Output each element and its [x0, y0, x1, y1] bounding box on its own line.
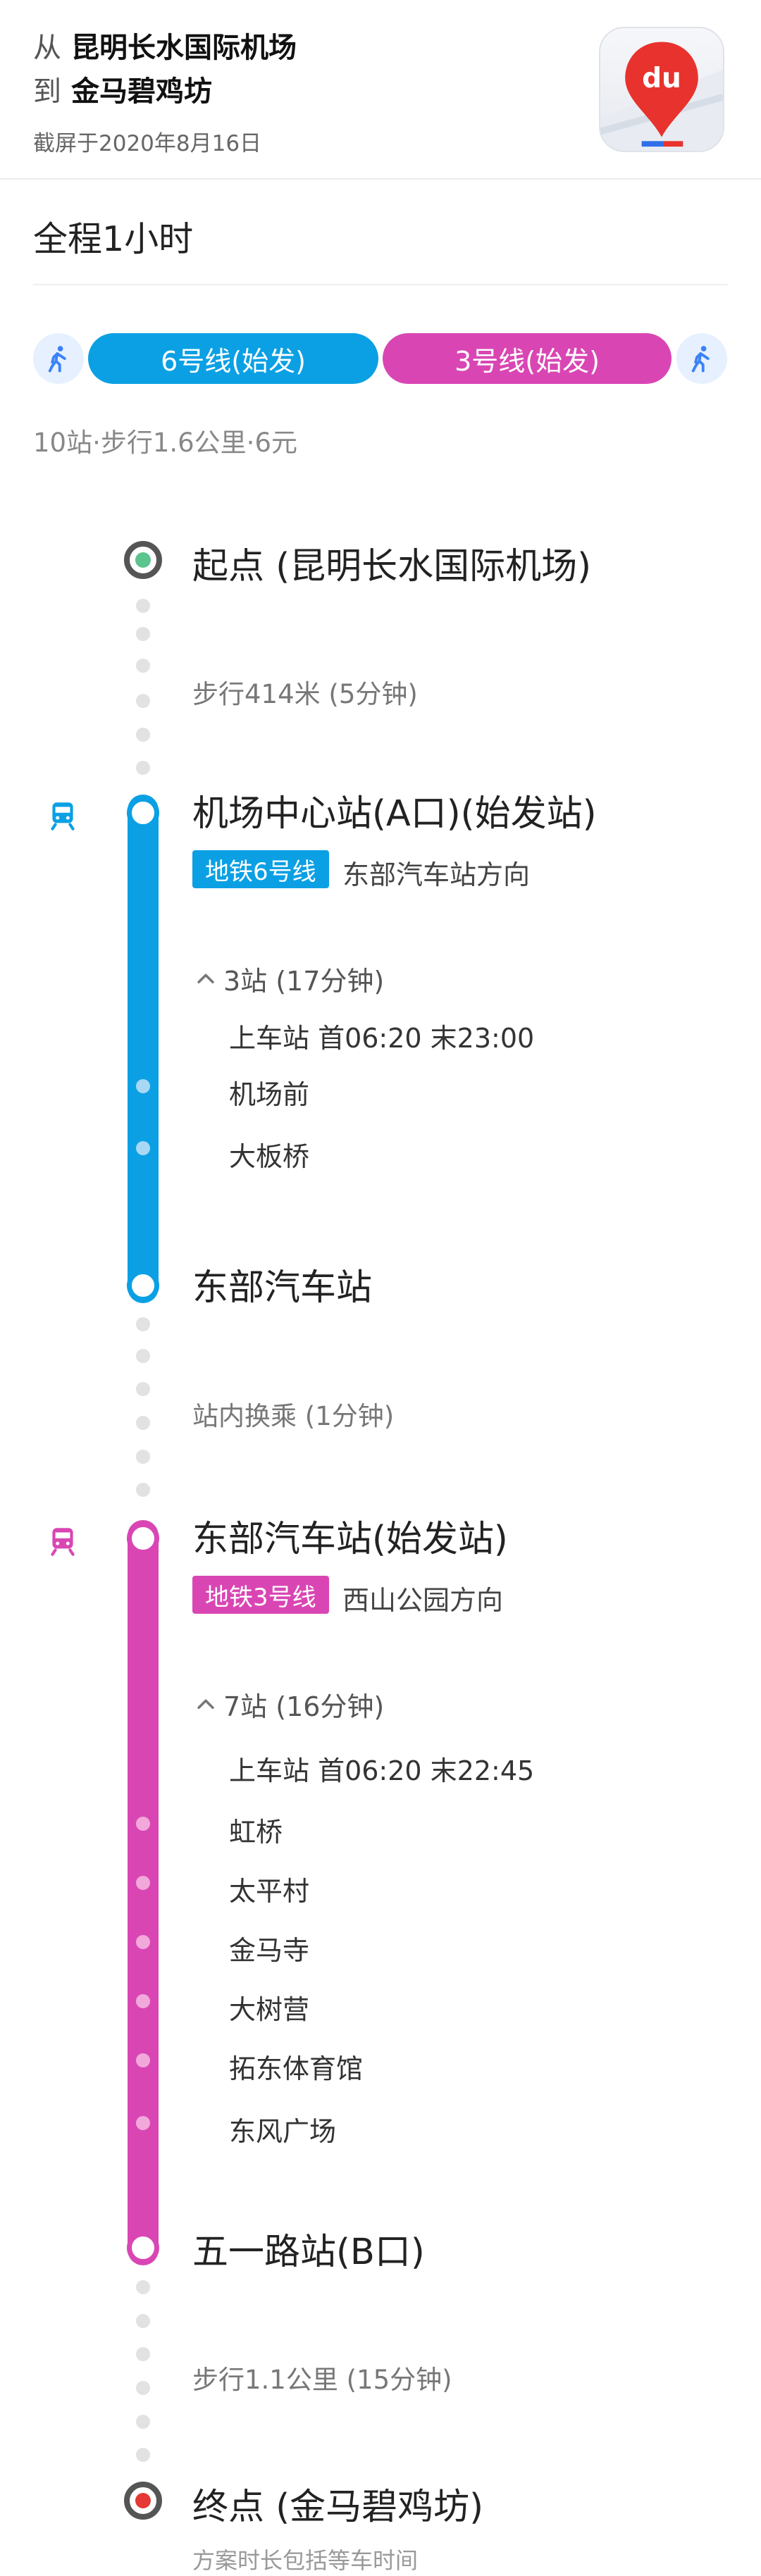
line3-badge: 地铁3号线 — [192, 1576, 329, 1614]
subway-train-icon — [51, 802, 75, 830]
baidu-map-logo: du — [600, 42, 723, 151]
list-item: 大树营 — [229, 1994, 310, 2025]
line3-stop-dot — [136, 2116, 150, 2130]
line3-schedule: 上车站 首06:20 末22:45 — [229, 1755, 535, 1786]
line3-chip[interactable]: 3号线(始发) — [383, 333, 672, 384]
walk-icon — [48, 346, 66, 373]
walk-dot — [136, 2280, 150, 2294]
line6-chip[interactable]: 6号线(始发) — [88, 333, 378, 384]
list-item: 大板桥 — [229, 1141, 310, 1172]
line3-stop-count-toggle[interactable]: 7站 (16分钟) — [194, 1685, 384, 1724]
origin-row: 从昆明长水国际机场 — [33, 34, 297, 62]
line6-stop-count: 3站 (17分钟) — [223, 966, 385, 997]
transfer-dot — [136, 1317, 150, 1331]
walk-dot — [136, 2381, 150, 2395]
walk-dot — [136, 599, 150, 613]
line6-board-station[interactable]: 机场中心站(A口)(始发站) — [192, 793, 597, 835]
screenshot-date: 截屏于2020年8月16日 — [33, 131, 262, 156]
list-item: 太平村 — [229, 1876, 310, 1907]
app-logo-text: du — [642, 63, 681, 94]
walk-dot — [136, 2448, 150, 2462]
walk-icon — [691, 346, 710, 373]
line3-alight-station[interactable]: 五一路站(B口) — [192, 2232, 425, 2273]
line3-stop-dot — [136, 1935, 150, 1949]
line3-stop-dot — [136, 2053, 150, 2067]
list-item: 虹桥 — [229, 1817, 283, 1848]
walk-segment-2: 步行1.1公里 (15分钟) — [192, 2365, 452, 2395]
line3-stop-dot — [136, 1817, 150, 1831]
route-summary: 10站·步行1.6公里·6元 — [33, 428, 297, 458]
line3-direction: 西山公园方向 — [342, 1585, 504, 1616]
line3-stop-count: 7站 (16分钟) — [223, 1691, 385, 1722]
line3-stop-dot — [136, 1994, 150, 2008]
total-divider — [33, 284, 728, 285]
walk-segment-1: 步行414米 (5分钟) — [192, 679, 418, 709]
walk-dot — [136, 728, 150, 742]
header-divider — [0, 178, 761, 180]
walk-dot — [136, 659, 150, 673]
line3-board-station[interactable]: 东部汽车站(始发站) — [192, 1519, 508, 1560]
list-item: 金马寺 — [229, 1935, 310, 1966]
line6-rail — [128, 795, 159, 1303]
line6-schedule: 上车站 首06:20 末23:00 — [229, 1023, 535, 1054]
duration-note: 方案时长包括等车时间 — [192, 2547, 419, 2574]
start-node — [124, 541, 162, 579]
transfer-segment: 站内换乘 (1分钟) — [192, 1401, 395, 1431]
line6-badge: 地铁6号线 — [192, 850, 329, 888]
walk-dot — [136, 761, 150, 775]
transfer-dot — [136, 1349, 150, 1363]
walk-dot — [136, 2415, 150, 2429]
end-node — [124, 2482, 162, 2520]
walk-dot — [136, 2314, 150, 2328]
line3-start-node — [127, 1522, 159, 1555]
line6-start-node — [127, 797, 159, 829]
transfer-dot — [136, 1483, 150, 1497]
line3-rail — [128, 1520, 159, 2265]
line6-stop-dot — [136, 1079, 150, 1093]
chevron-up-icon — [197, 973, 214, 983]
destination-name: 金马碧鸡坊 — [71, 75, 212, 108]
list-item: 拓东体育馆 — [229, 2053, 364, 2084]
total-duration: 全程1小时 — [33, 219, 194, 259]
list-item: 东风广场 — [229, 2116, 337, 2147]
baidu-map-app-icon[interactable]: du — [599, 27, 724, 152]
destination-row: 到金马碧鸡坊 — [33, 77, 212, 106]
line6-alight-station[interactable]: 东部汽车站 — [192, 1267, 373, 1309]
walk-dot — [136, 627, 150, 641]
transfer-dot — [136, 1450, 150, 1464]
line3-stop-dot — [136, 1876, 150, 1890]
transfer-dot — [136, 1382, 150, 1396]
end-label: 终点 (金马碧鸡坊) — [192, 2487, 484, 2528]
line3-end-node — [127, 2232, 159, 2264]
destination-prefix: 到 — [33, 75, 61, 108]
walk-chip-end — [676, 333, 727, 384]
line6-end-node — [127, 1269, 159, 1302]
walk-chip-start — [33, 333, 84, 384]
origin-prefix: 从 — [33, 32, 61, 64]
line6-direction: 东部汽车站方向 — [342, 859, 531, 890]
transfer-dot — [136, 1416, 150, 1430]
subway-train-icon — [51, 1528, 75, 1556]
walk-dot — [136, 2347, 150, 2361]
line6-stop-dot — [136, 1141, 150, 1155]
list-item: 机场前 — [229, 1079, 310, 1110]
origin-name: 昆明长水国际机场 — [71, 32, 297, 64]
chevron-up-icon — [197, 1699, 214, 1709]
walk-dot — [136, 694, 150, 708]
start-label: 起点 (昆明长水国际机场) — [192, 546, 592, 587]
line6-stop-count-toggle[interactable]: 3站 (17分钟) — [194, 959, 384, 998]
